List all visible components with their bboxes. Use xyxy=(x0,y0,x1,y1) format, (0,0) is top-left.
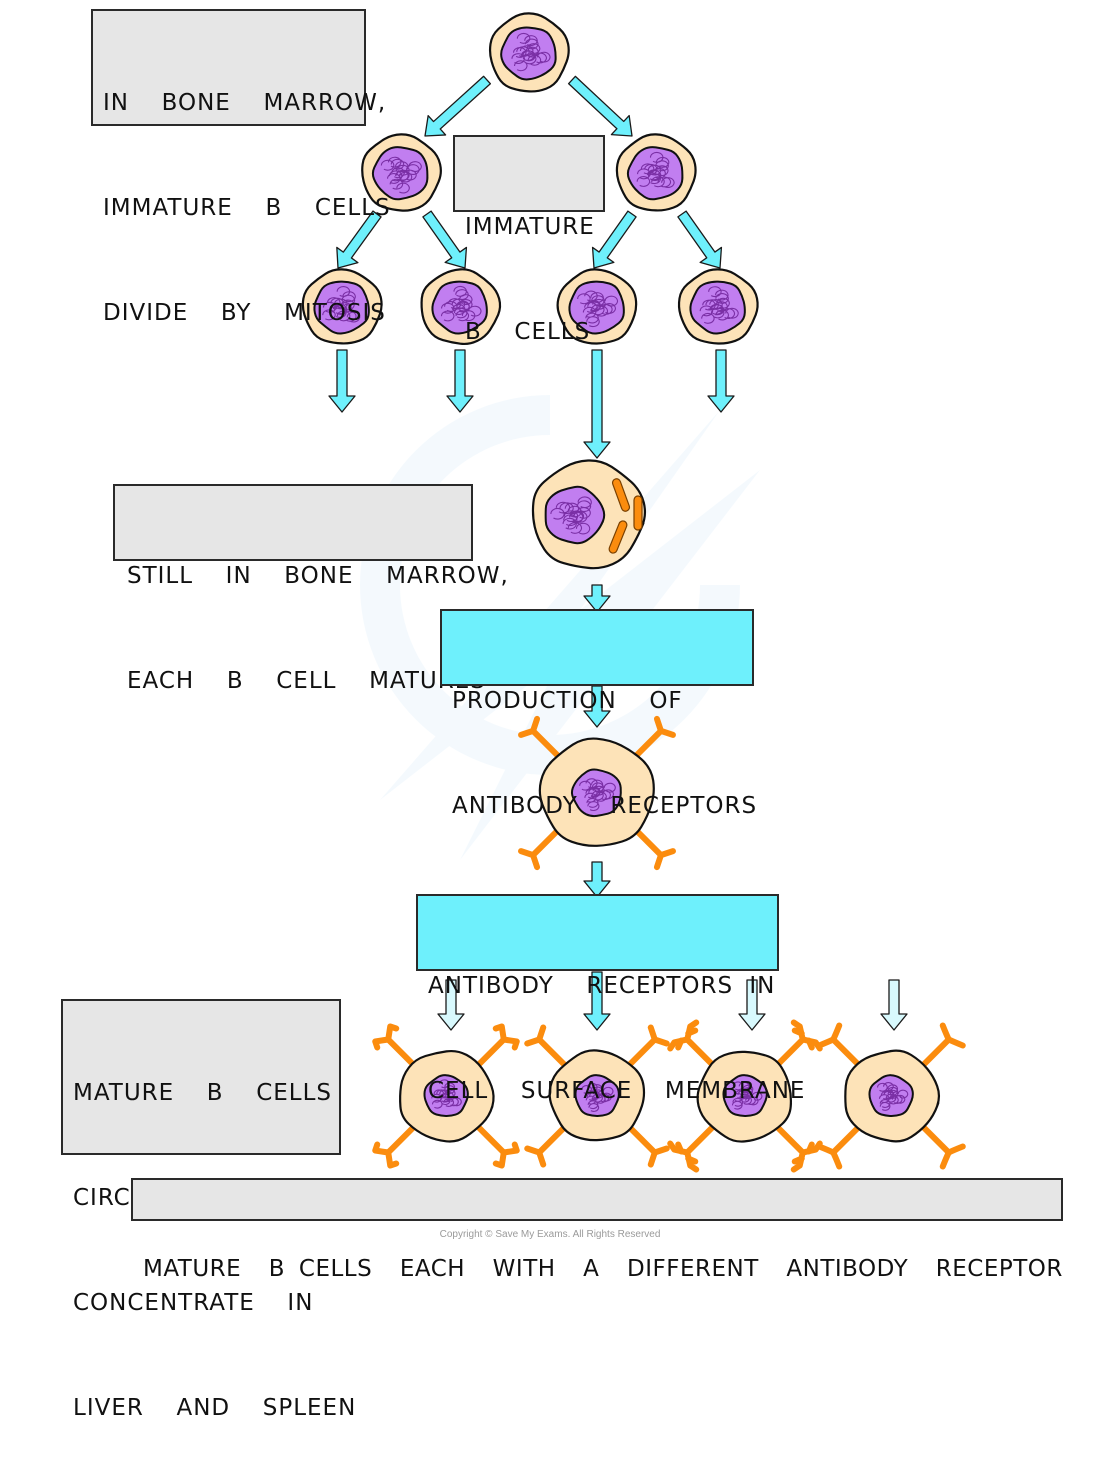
chromatin xyxy=(431,1079,462,1109)
immature-b-cell xyxy=(301,268,383,345)
division-arrow xyxy=(336,210,382,269)
mature-b-cell xyxy=(816,1022,966,1170)
to-mature-arrow xyxy=(880,979,908,1031)
antibody-receptor xyxy=(524,1024,571,1071)
b-cell-with-receptors xyxy=(518,715,676,871)
mature-b-cell xyxy=(372,1023,520,1169)
arrows-layer xyxy=(328,75,908,1031)
chromatin xyxy=(440,285,482,322)
label-immature-b-cells: IMMATURE B CELLS xyxy=(453,135,605,345)
antibody-receptor xyxy=(472,1023,520,1071)
immature-b-cell xyxy=(420,268,502,346)
to-mature-arrow xyxy=(738,979,766,1031)
label-line: IN BONE MARROW, xyxy=(103,90,387,116)
antibody-receptor xyxy=(372,1023,420,1071)
antibody-receptor xyxy=(472,1121,520,1169)
chromatin xyxy=(550,496,592,535)
label-different-antibody-receptor: MATURE B CELLS EACH WITH A DIFFERENT ANT… xyxy=(131,1178,1063,1282)
chromatin xyxy=(581,1082,614,1112)
antibody-receptor xyxy=(623,1121,670,1168)
antibody-receptor xyxy=(518,715,565,762)
antibody-receptor xyxy=(629,715,676,762)
label-line: DIVIDE BY MITOSIS xyxy=(103,300,386,326)
label-line: ANTIBODY RECEPTORS IN xyxy=(428,973,776,999)
chromatin xyxy=(699,286,739,324)
label-line: CONCENTRATE IN xyxy=(73,1290,314,1316)
division-arrow xyxy=(591,210,637,269)
antibody-receptor xyxy=(917,1121,966,1170)
receptor-arrow xyxy=(583,685,611,728)
to-mature-arrow xyxy=(437,979,465,1031)
chromatin xyxy=(577,290,619,328)
chromatin xyxy=(636,151,675,189)
antibody-receptor xyxy=(372,1121,420,1169)
antibody-receptor xyxy=(623,1024,670,1071)
organelle xyxy=(633,495,643,531)
antibody-receptor xyxy=(524,1121,571,1168)
organelle xyxy=(611,478,631,512)
label-line: MATURE B CELLS EACH WITH A DIFFERENT ANT… xyxy=(143,1256,1063,1282)
chromatin xyxy=(731,1081,763,1110)
division-arrow xyxy=(677,210,723,269)
parent-immature-b-cell xyxy=(488,12,570,93)
chromatin xyxy=(511,32,551,72)
label-line: LIVER AND SPLEEN xyxy=(73,1395,357,1421)
antibody-receptor xyxy=(771,1019,823,1071)
connector-arrow xyxy=(583,584,611,613)
chromatin xyxy=(579,778,616,812)
b-cell-maturation-diagram xyxy=(301,12,966,1173)
antibody-receptor xyxy=(667,1121,719,1173)
chromatin xyxy=(380,156,422,194)
chromatin xyxy=(322,286,361,323)
label-line: B CELLS xyxy=(465,319,591,345)
immature-b-cell xyxy=(556,268,638,345)
maturing-b-cell xyxy=(531,459,647,570)
antibody-receptor xyxy=(667,1019,719,1071)
immature-b-cell xyxy=(615,133,697,212)
label-line: EACH B CELL MATURES xyxy=(127,668,486,694)
label-divide-by-mitosis: IN BONE MARROW, IMMATURE B CELLS DIVIDE … xyxy=(91,9,390,326)
antibody-receptor xyxy=(816,1022,865,1071)
antibody-receptor xyxy=(917,1022,966,1071)
division-arrow xyxy=(567,75,633,137)
division-arrow xyxy=(424,75,492,137)
label-production-of-antibody-receptors: PRODUCTION OF ANTIBODY RECEPTORS xyxy=(440,609,756,819)
antibody-receptor xyxy=(816,1121,865,1170)
label-line: ANTIBODY RECEPTORS xyxy=(452,793,758,819)
continuation-arrow xyxy=(328,349,356,413)
division-arrow xyxy=(422,210,468,269)
chromatin xyxy=(877,1082,909,1111)
immature-b-cell xyxy=(677,268,759,345)
to-mature-arrow xyxy=(583,971,611,1031)
label-still-in-bone-marrow: STILL IN BONE MARROW, EACH B CELL MATURE… xyxy=(113,484,508,694)
label-line: PRODUCTION OF xyxy=(452,688,683,714)
copyright-notice: Copyright © Save My Exams. All Rights Re… xyxy=(439,1229,661,1240)
label-line: IMMATURE B CELLS xyxy=(103,195,391,221)
label-line: CELL SURFACE MEMBRANE xyxy=(428,1078,806,1104)
cells-layer xyxy=(301,12,966,1173)
connector-arrow xyxy=(583,861,611,898)
continuation-arrow xyxy=(707,349,735,413)
antibody-receptor xyxy=(771,1121,823,1173)
immature-b-cell xyxy=(361,133,442,212)
organelle xyxy=(608,520,628,554)
mature-b-cell xyxy=(524,1024,670,1168)
label-line: IMMATURE xyxy=(465,214,595,240)
label-line: MATURE B CELLS xyxy=(73,1080,333,1106)
label-mature-cells-circulate: MATURE B CELLS CIRCULATE AND CONCENTRATE… xyxy=(61,999,355,1421)
continuation-arrow xyxy=(446,349,474,413)
label-line: STILL IN BONE MARROW, xyxy=(127,563,509,589)
maturation-arrow xyxy=(583,349,611,459)
label-antibody-receptors-in-membrane: ANTIBODY RECEPTORS IN CELL SURFACE MEMBR… xyxy=(416,894,804,1104)
